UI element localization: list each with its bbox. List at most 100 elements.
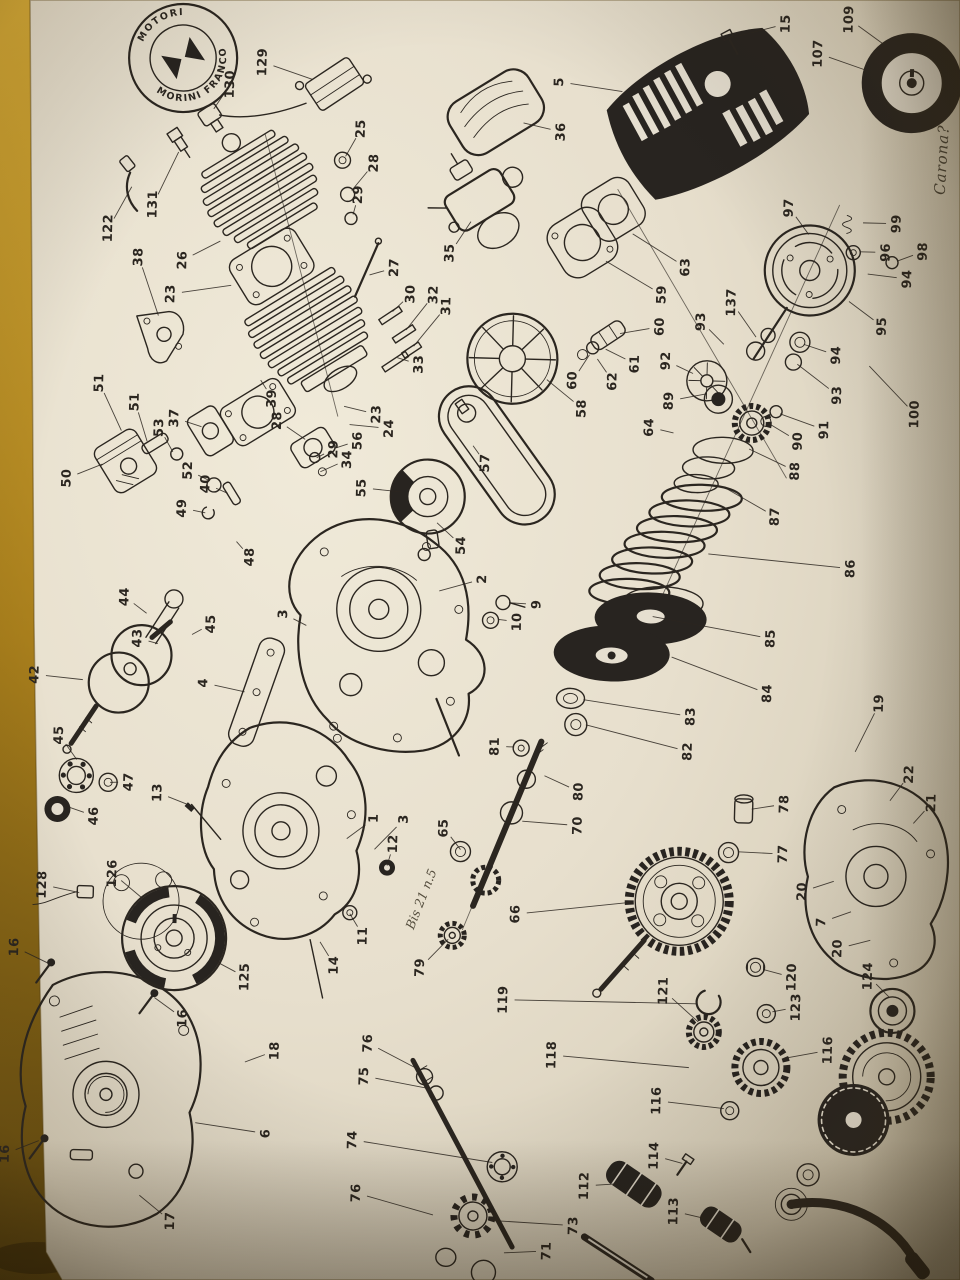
part-number-label: 76: [349, 1183, 364, 1202]
part-number-label: 26: [175, 250, 190, 269]
part-number-label: 7: [814, 917, 829, 927]
part-number-label: 54: [454, 536, 469, 555]
leader-line: [110, 781, 119, 783]
part-number-label: 81: [487, 737, 502, 756]
part-number-label: 28: [367, 153, 382, 172]
part-number-label: 91: [817, 420, 832, 439]
part-number-label: 57: [478, 453, 493, 472]
part-number-label: 29: [351, 185, 366, 204]
part-number-label: 53: [152, 418, 167, 437]
part-number-label: 94: [900, 269, 915, 288]
part-number-label: 2: [475, 574, 490, 584]
part-number-label: 20: [830, 939, 845, 958]
part-number-label: 60: [565, 371, 580, 390]
part-number-label: 38: [131, 247, 146, 266]
part-number-label: 16: [7, 937, 22, 956]
part-number-label: 5: [552, 77, 567, 87]
part-number-label: 130: [223, 70, 239, 99]
part-number-label: 113: [666, 1197, 682, 1226]
part-number-label: 131: [145, 190, 161, 219]
part-number-label: 71: [539, 1241, 554, 1260]
part-number-label: 100: [907, 400, 923, 429]
part-number-label: 62: [605, 372, 620, 391]
part-number-label: 34: [340, 450, 355, 469]
part-number-label: 36: [554, 122, 569, 141]
part-number-label: 78: [777, 794, 792, 813]
part-number-label: 76: [361, 1034, 376, 1053]
part-number-label: 56: [350, 431, 365, 450]
part-number-label: 28: [270, 411, 285, 430]
part-number-label: 49: [175, 499, 190, 518]
part-number-label: 128: [35, 870, 51, 899]
part-number-label: 129: [255, 48, 271, 77]
part-number-label: 48: [242, 547, 257, 566]
part-number-label: 9: [529, 600, 544, 610]
part-number-label: 116: [821, 1036, 837, 1065]
part-number-label: 114: [647, 1141, 663, 1170]
part-number-label: 93: [830, 386, 845, 405]
part-number-label: 37: [167, 408, 182, 427]
part-number-label: 85: [763, 629, 778, 648]
part-number-label: 55: [354, 478, 369, 497]
part-number-label: 31: [439, 296, 454, 315]
part-number-label: 65: [436, 818, 451, 837]
part-number-label: 98: [916, 242, 931, 261]
paper-sheet: [29, 0, 960, 1280]
part-number-label: 77: [776, 844, 791, 863]
part-number-label: 96: [879, 243, 894, 262]
part-number-label: 86: [843, 559, 858, 578]
part-number-label: 19: [872, 694, 887, 713]
part-number-label: 121: [656, 977, 672, 1006]
part-number-label: 124: [860, 962, 876, 991]
part-number-label: 112: [577, 1172, 593, 1201]
part-number-label: 39: [265, 389, 280, 408]
part-number-label: 63: [678, 258, 693, 277]
part-number-label: 64: [642, 418, 657, 437]
part-number-label: 44: [117, 587, 132, 606]
part-number-label: 3: [397, 814, 412, 824]
part-number-label: 73: [566, 1216, 581, 1235]
part-number-label: 14: [327, 956, 342, 975]
part-number-label: 42: [27, 665, 42, 684]
part-number-label: 20: [795, 882, 810, 901]
part-number-label: 93: [694, 312, 709, 331]
part-number-label: 33: [411, 355, 426, 374]
part-number-label: 79: [413, 958, 428, 977]
part-number-label: 10: [510, 612, 525, 631]
part-number-label: 90: [791, 432, 806, 451]
part-number-label: 40: [198, 474, 213, 493]
part-number-label: 94: [829, 346, 844, 365]
part-number-label: 45: [204, 614, 219, 633]
part-number-label: 75: [357, 1066, 372, 1085]
part-number-label: 60: [653, 317, 668, 336]
part-number-label: 88: [788, 462, 803, 481]
part-number-label: 16: [0, 1144, 13, 1163]
part-number-label: 123: [789, 993, 805, 1022]
part-number-label: 22: [902, 765, 917, 784]
part-number-label: 25: [354, 119, 369, 138]
part-number-label: 23: [369, 405, 384, 424]
part-number-label: 23: [163, 284, 178, 303]
part-number-label: 125: [237, 963, 253, 992]
part-number-label: 51: [92, 373, 107, 392]
part-number-label: 107: [811, 39, 827, 68]
part-number-label: 47: [121, 772, 136, 791]
part-number-label: 118: [544, 1041, 560, 1070]
part-number-label: 137: [724, 288, 740, 317]
part-number-label: 120: [784, 963, 800, 992]
part-number-label: 13: [150, 783, 165, 802]
part-number-label: 52: [181, 461, 196, 480]
part-number-label: 35: [442, 243, 457, 262]
part-number-label: 95: [875, 317, 890, 336]
part-number-label: 11: [355, 926, 370, 945]
part-number-label: 6: [258, 1129, 273, 1139]
part-number-label: 17: [163, 1211, 178, 1230]
part-number-label: 87: [768, 507, 783, 526]
part-number-label: 97: [782, 198, 797, 217]
part-number-label: 45: [52, 725, 67, 744]
part-number-label: 80: [571, 782, 586, 801]
part-number-label: 116: [649, 1086, 665, 1115]
part-number-label: 27: [387, 258, 402, 277]
part-number-label: 1: [367, 813, 382, 823]
